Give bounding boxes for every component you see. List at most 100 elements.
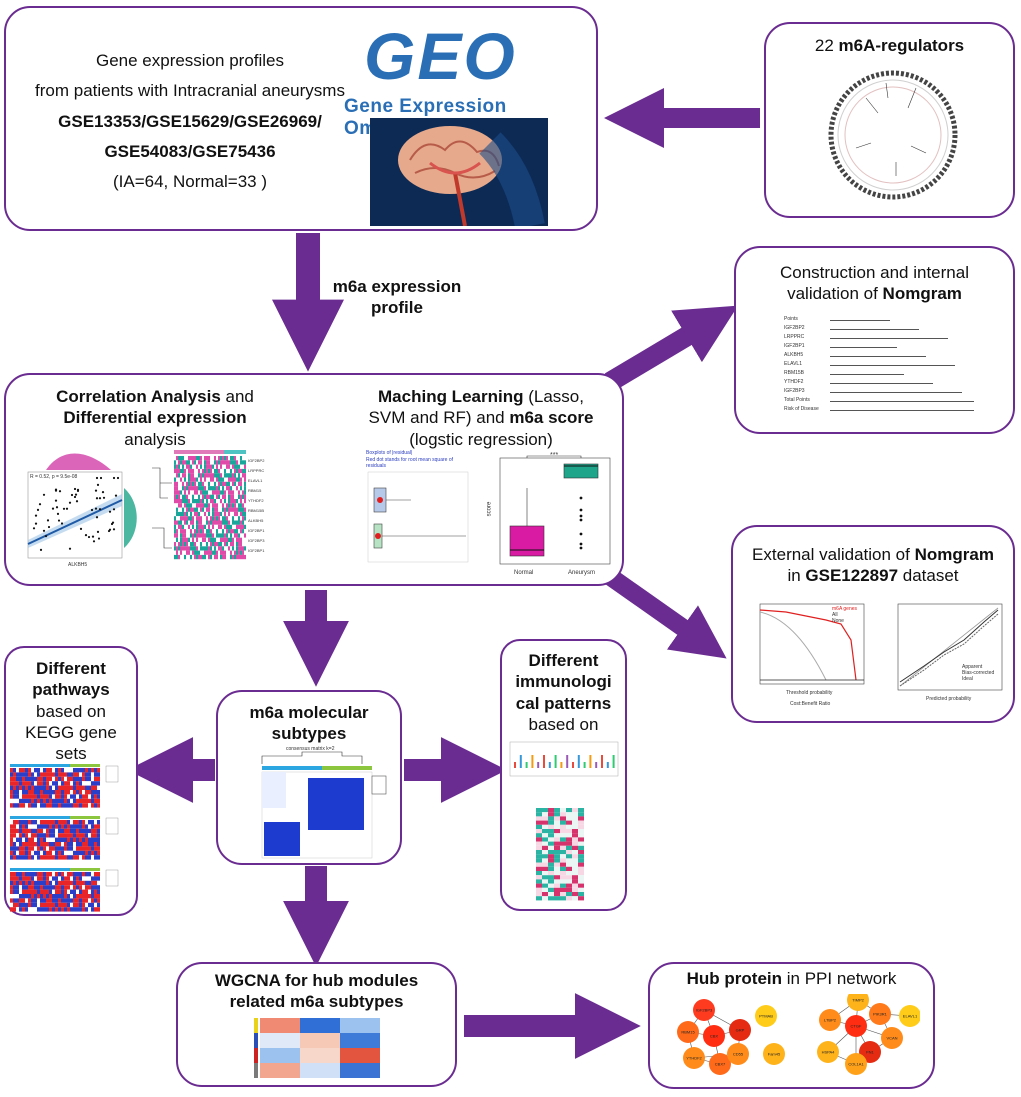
external-bold1: Nomgram bbox=[914, 545, 994, 564]
scatter-dot bbox=[90, 508, 94, 512]
calib-legend-ideal: Ideal bbox=[962, 676, 973, 682]
scatter-dot bbox=[57, 519, 61, 522]
geo-line3: GSE13353/GSE15629/GSE26969/ bbox=[58, 111, 322, 131]
external-title: External validation of Nomgram in GSE122… bbox=[731, 544, 1015, 587]
differential-bold: Differential expression bbox=[63, 408, 247, 428]
module-cell bbox=[340, 1018, 380, 1033]
pathway-heatmaps bbox=[10, 764, 132, 912]
immune-bar bbox=[595, 762, 598, 768]
immune-bar bbox=[525, 762, 528, 768]
ppi-node-label: IGF2BP3 bbox=[696, 1008, 713, 1013]
ppi-node bbox=[899, 1005, 921, 1027]
correlation-bold: Correlation Analysis bbox=[56, 387, 221, 406]
aneurysm-box bbox=[563, 463, 599, 479]
pathways-title: Different pathways based on KEGG gene se… bbox=[4, 658, 138, 764]
immune-bar bbox=[577, 755, 580, 768]
ppi-node bbox=[763, 1043, 785, 1065]
scatter-dot bbox=[99, 476, 103, 480]
scatter-dot bbox=[46, 519, 50, 522]
nomogram-bold: Nomgram bbox=[882, 284, 962, 304]
external-bold2: GSE122897 bbox=[805, 566, 899, 586]
dca-legend-none: None bbox=[832, 618, 844, 624]
scatter-dot bbox=[75, 500, 79, 503]
ppi-node bbox=[683, 1047, 705, 1069]
scatter-dot bbox=[98, 508, 102, 511]
immuno-b3: cal patterns bbox=[515, 693, 612, 713]
scatter-dot bbox=[56, 512, 60, 515]
outlier-point bbox=[579, 508, 583, 512]
ppi-node-label: RBM15 bbox=[681, 1030, 695, 1035]
ppi-node-label: PIK3R1 bbox=[873, 1012, 888, 1017]
immune-bar bbox=[519, 755, 522, 768]
external-line1: External validation of bbox=[752, 545, 915, 564]
scatter-dot bbox=[79, 527, 83, 530]
scatter-dot bbox=[97, 537, 101, 540]
ml-lasso: (Lasso, bbox=[523, 387, 584, 406]
ppi-node-label: FN1 bbox=[866, 1050, 874, 1055]
ppi-node bbox=[703, 1025, 725, 1047]
module-cell bbox=[260, 1048, 300, 1063]
dca-legend-all: All bbox=[832, 612, 838, 618]
analysis-left-title: Correlation Analysis and Differential ex… bbox=[10, 386, 300, 450]
wgcna-b1: WGCNA for hub modules bbox=[214, 971, 419, 990]
ppi-node bbox=[729, 1019, 751, 1041]
m6a-score-bold: m6a score bbox=[509, 408, 594, 428]
calib-legend-apparent: Apparent bbox=[962, 664, 983, 670]
ppi-node bbox=[869, 1003, 891, 1025]
ppi-node-label: COL1A1 bbox=[848, 1062, 864, 1067]
ppi-node-label: YTHDF2 bbox=[686, 1056, 702, 1061]
nomogram-row: LRPPRC bbox=[784, 334, 974, 343]
nomogram-title: Construction and internal validation of … bbox=[734, 262, 1015, 305]
calib-xlabel: Predicted probability bbox=[926, 696, 972, 702]
ppi-node-label: CBX7 bbox=[715, 1062, 726, 1067]
dca-legend-m6a: m6A genes bbox=[832, 606, 858, 612]
heatmap-gene-label: IGF2BP1 bbox=[248, 528, 265, 533]
immune-bar bbox=[583, 762, 586, 768]
scatter-dot bbox=[102, 496, 106, 499]
scatter-dot bbox=[58, 490, 62, 493]
pathways-n1: based on bbox=[36, 701, 106, 721]
correlation-and: and bbox=[220, 387, 254, 406]
dca-xlabel: Threshold probability bbox=[786, 690, 833, 696]
regulators-title: 22 m6A-regulators bbox=[764, 35, 1015, 56]
ppi-node bbox=[819, 1009, 841, 1031]
scatter-dot bbox=[92, 540, 96, 543]
geo-line4: GSE54083/GSE75436 bbox=[104, 141, 276, 161]
scatter-dot bbox=[36, 508, 40, 511]
scatter-dot bbox=[74, 493, 78, 496]
scatter-plot: R = 0.52, p = 9.5e-08 ALKBH5 bbox=[16, 448, 146, 570]
heatmap-gene-label: IGF2BP2 bbox=[248, 458, 265, 463]
ppi-normal: in PPI network bbox=[782, 969, 897, 988]
ppi-node bbox=[881, 1027, 903, 1049]
outlier-point bbox=[579, 542, 583, 546]
heatmap-gene-label: YTHDF2 bbox=[248, 498, 264, 503]
nomogram-row: Points bbox=[784, 316, 974, 325]
ppi-node-label: CD55 bbox=[733, 1052, 744, 1057]
ppi-node bbox=[845, 1053, 867, 1075]
subtypes-title: m6a molecular subtypes bbox=[216, 702, 402, 745]
scatter-dot bbox=[73, 495, 77, 499]
scatter-dot bbox=[114, 494, 118, 497]
ml-logistic: (logstic regression) bbox=[409, 429, 553, 449]
outlier-point bbox=[579, 496, 583, 500]
arrow-label: m6a expression profile bbox=[322, 276, 472, 319]
scatter-dot bbox=[98, 497, 102, 500]
scatter-stat: R = 0.52, p = 9.5e-08 bbox=[30, 474, 78, 480]
analysis-right-title: Maching Learning (Lasso, SVM and RF) and… bbox=[346, 386, 616, 450]
immune-bar bbox=[548, 762, 551, 768]
outlier-point bbox=[579, 532, 583, 536]
nomogram-row: ALKBH5 bbox=[784, 352, 974, 361]
scatter-dot bbox=[87, 535, 91, 539]
ml-bold: Maching Learning bbox=[378, 387, 524, 406]
scatter-dot bbox=[68, 501, 72, 504]
nomogram-row: Risk of Disease bbox=[784, 406, 974, 415]
pathways-b1: Different bbox=[36, 659, 106, 678]
external-line2: in bbox=[787, 566, 806, 586]
scatter-dot bbox=[101, 491, 105, 494]
ppi-node-label: HSPA4 bbox=[822, 1050, 836, 1055]
heatmap-gene-label: ALKBH5 bbox=[248, 518, 264, 523]
scatter-dot bbox=[39, 548, 43, 551]
scatter-dot bbox=[96, 483, 100, 486]
